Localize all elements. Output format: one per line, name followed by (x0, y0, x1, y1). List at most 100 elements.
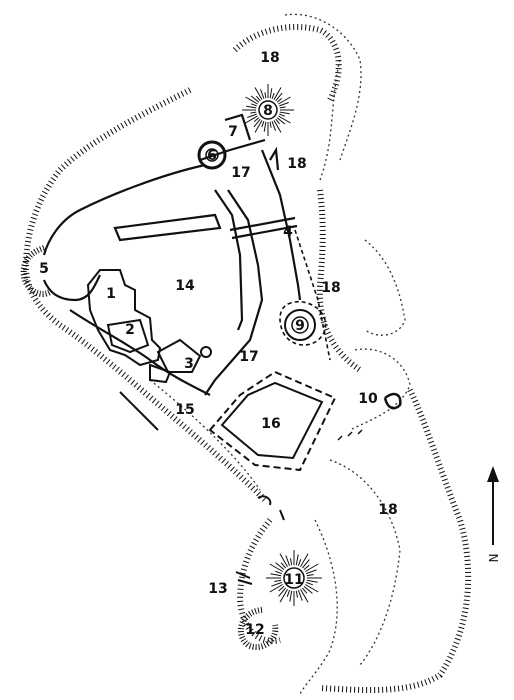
mound-8-ray (276, 117, 286, 125)
east-slope-hachure (316, 189, 362, 373)
mound-11-ray (300, 589, 309, 603)
west-slope-hachure (22, 87, 268, 503)
mound-8-ray (278, 96, 291, 105)
mound-11-ray (305, 584, 319, 593)
towers (20, 100, 402, 650)
mound-11-ray (295, 590, 298, 598)
curtain-walls (42, 113, 302, 396)
inner-east-wall-b (204, 189, 264, 396)
label-1: 1 (106, 286, 116, 302)
mound-8-ray (245, 115, 258, 124)
outer-slope-hachures (22, 24, 472, 694)
mound-11-ray (290, 558, 293, 566)
mound-11-ray (278, 586, 285, 592)
mound-8-ray (271, 92, 275, 99)
mound-11-ray (275, 570, 282, 575)
label-17-south: 17 (239, 349, 258, 365)
mound-8-ray (273, 87, 282, 100)
mound-11-ray (269, 584, 283, 593)
mound-11-ray (286, 590, 291, 597)
mound-8-ray (250, 95, 260, 103)
label-8: 8 (263, 103, 273, 119)
mound-8-ray (275, 118, 280, 125)
fragment-15-line (119, 391, 159, 431)
scatter-marks (337, 429, 363, 441)
central-ward-north-wall (113, 213, 222, 242)
roads (279, 229, 331, 361)
well-ring (200, 346, 212, 358)
mound-8-ray (264, 92, 267, 99)
inner-east-wall-a (214, 189, 244, 331)
gate-passage (229, 216, 298, 240)
mound-8-ray (253, 118, 261, 128)
mound-11-ray (297, 590, 303, 601)
mound-11-ray (270, 573, 282, 577)
contour-north (284, 13, 362, 161)
label-15: 15 (175, 402, 194, 418)
label-13: 13 (208, 581, 227, 597)
mound-11-ray (280, 562, 286, 569)
label-2: 2 (125, 322, 135, 338)
mound-8-ray (250, 111, 257, 114)
mound-11-ray (297, 559, 302, 566)
mound-11-ray (271, 581, 282, 587)
mound-11-ray (274, 579, 282, 582)
mound-8-ray (271, 121, 276, 131)
tower-8-core (258, 100, 278, 120)
mound-8-ray (263, 121, 267, 132)
mound-11-ray (305, 563, 319, 572)
mound-11-ray (302, 587, 308, 594)
fragment-13 (235, 571, 253, 585)
mound-8-ray (254, 87, 263, 100)
mound-8-ray (260, 89, 265, 99)
mound-8-ray (256, 95, 261, 102)
label-18-southeast: 18 (378, 502, 397, 518)
label-6: 6 (207, 148, 217, 164)
tower-9-inner (291, 316, 309, 334)
contour-east-upper (319, 59, 341, 181)
mound-8-ray (250, 103, 257, 107)
building-1-outline (86, 269, 162, 367)
building-3-outline (149, 338, 202, 384)
mound-8-ray (247, 113, 257, 118)
north-arrow-head (487, 466, 499, 482)
mound-11-ray (295, 554, 299, 566)
mound-11-ray (275, 562, 285, 570)
north-slope-hachure (232, 24, 342, 102)
ruin-fragments (119, 391, 363, 585)
tower-11-core (283, 567, 305, 589)
mound-11-ray (279, 589, 288, 603)
mound-8-ray (254, 120, 263, 133)
mound-8-ray (269, 121, 272, 128)
terrain-contours (149, 13, 411, 696)
road-fragment-9 (279, 300, 327, 346)
mound-11-ray (303, 586, 313, 594)
tower-6 (197, 140, 227, 170)
wall-17-spur (269, 146, 280, 171)
contour-south (329, 459, 401, 666)
mound-hachures (242, 84, 322, 606)
label-18-east: 18 (321, 280, 340, 296)
west-outer-ward-edge (69, 309, 211, 396)
tower-9 (284, 309, 316, 341)
contour-east (364, 239, 406, 336)
label-17-north: 17 (231, 165, 250, 181)
bailey-16 (208, 370, 337, 472)
label-16: 16 (261, 416, 280, 432)
tower-10 (383, 392, 402, 410)
mound-11-ray (306, 579, 318, 583)
mound-11-ray (300, 553, 309, 567)
tower-5 (20, 245, 52, 297)
mound-8-ray (245, 96, 258, 105)
mound-11-ray (302, 559, 310, 569)
building-2-outline (106, 318, 150, 354)
contour-middle (349, 348, 411, 431)
mound-11-ray (306, 569, 317, 575)
mound-8-ray (269, 88, 273, 99)
north-arrow: N (486, 466, 500, 562)
label-9: 9 (295, 318, 305, 334)
label-18-north: 18 (260, 50, 279, 66)
wall-north-link (199, 138, 266, 162)
mound-8-ray (279, 113, 286, 117)
